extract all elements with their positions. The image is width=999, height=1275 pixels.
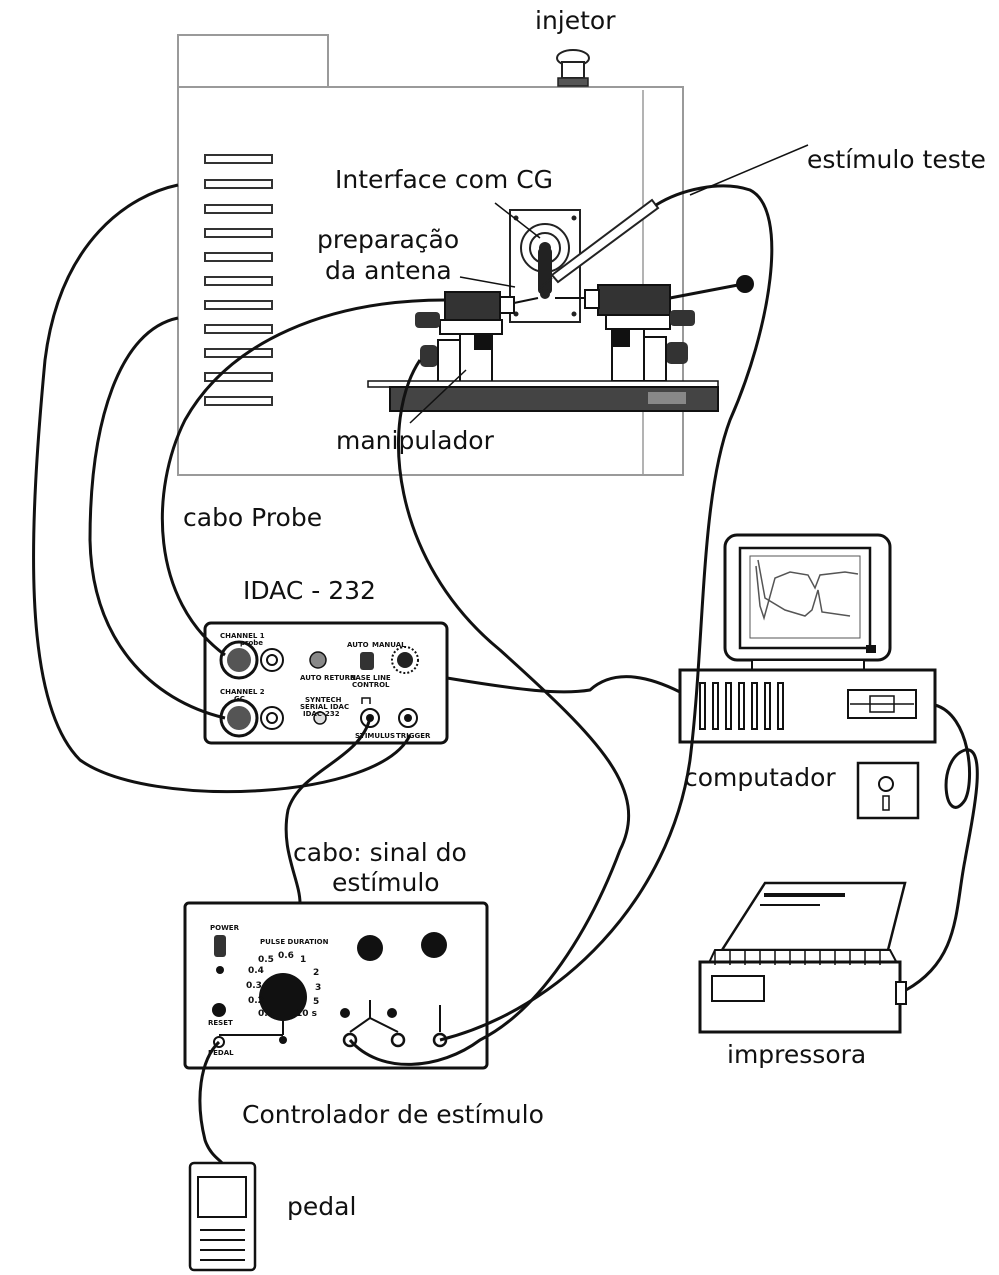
idac-channel1-sub: probe — [240, 639, 263, 647]
dial-value-10: 5 — [313, 997, 319, 1007]
idac-manual: MANUAL — [372, 641, 406, 649]
label-injetor: injetor — [535, 6, 616, 35]
dial-value-06: 0.6 — [278, 951, 294, 961]
label-cabo-sinal-2: estímulo — [332, 868, 440, 897]
dial-value-09: 3 — [315, 983, 321, 993]
dial-value-03: 0.3 — [246, 981, 262, 991]
idac-model: IDAC-232 — [303, 710, 340, 718]
controller-pulse-duration-label: PULSE DURATION — [260, 938, 329, 946]
dial-value-11: 10 s — [296, 1009, 317, 1019]
dial-value-04: 0.4 — [248, 966, 264, 976]
printer — [698, 881, 907, 1034]
label-preparacao-2: da antena — [325, 256, 452, 285]
label-impressora: impressora — [727, 1040, 867, 1069]
label-controlador: Controlador de estímulo — [242, 1100, 544, 1129]
computer — [678, 533, 937, 744]
idac-auto: AUTO — [347, 641, 369, 649]
controller-reset-label: RESET — [208, 1019, 233, 1027]
controller-power-label: POWER — [210, 924, 240, 932]
idac-syntech: SYNTECH — [305, 696, 342, 704]
dial-value-07: 1 — [300, 955, 306, 965]
idac-232-unit: CHANNEL 1 probe CHANNEL 2 GC AUTO RETURN… — [203, 621, 449, 745]
idac-channel2-label: CHANNEL 2 — [220, 688, 265, 696]
stimulus-controller: POWER PULSE DURATION RESET PEDAL 0.1 0.2… — [183, 901, 489, 1070]
controller-pedal-label: PEDAL — [208, 1049, 234, 1057]
label-idac: IDAC - 232 — [243, 576, 376, 605]
dial-value-02: 0.2 — [248, 996, 264, 1006]
dial-value-08: 2 — [313, 968, 319, 978]
label-preparacao-1: preparação — [317, 225, 460, 254]
idac-channel1-label: CHANNEL 1 — [220, 632, 265, 640]
cables — [32, 183, 979, 1164]
idac-trigger: TRIGGER — [396, 732, 431, 740]
idac-base-line: BASE LINE — [350, 674, 391, 682]
idac-control: CONTROL — [352, 681, 390, 689]
label-interface-cg: Interface com CG — [335, 165, 554, 194]
label-cabo-sinal-1: cabo: sinal do — [293, 838, 467, 867]
label-estimulo-teste: estímulo teste — [807, 145, 986, 174]
idac-serial: SERIAL IDAC — [300, 703, 349, 711]
stimulus-pipette — [539, 198, 660, 289]
label-computador: computador — [684, 763, 836, 792]
injector — [556, 49, 590, 87]
dial-value-05: 0.5 — [258, 955, 274, 965]
idac-channel2-sub: GC — [234, 695, 245, 703]
idac-auto-return: AUTO RETURN — [300, 674, 356, 682]
label-manipulador: manipulador — [336, 426, 494, 455]
dial-value-01: 0.1 — [258, 1009, 274, 1019]
leader-lines — [409, 144, 809, 424]
label-cabo-probe: cabo Probe — [183, 503, 323, 532]
oven-vents — [204, 154, 273, 406]
idac-stimulus: STIMULUS — [355, 732, 395, 740]
foot-pedal — [188, 1161, 257, 1272]
floppy-disk — [856, 761, 920, 820]
label-pedal: pedal — [287, 1192, 357, 1221]
